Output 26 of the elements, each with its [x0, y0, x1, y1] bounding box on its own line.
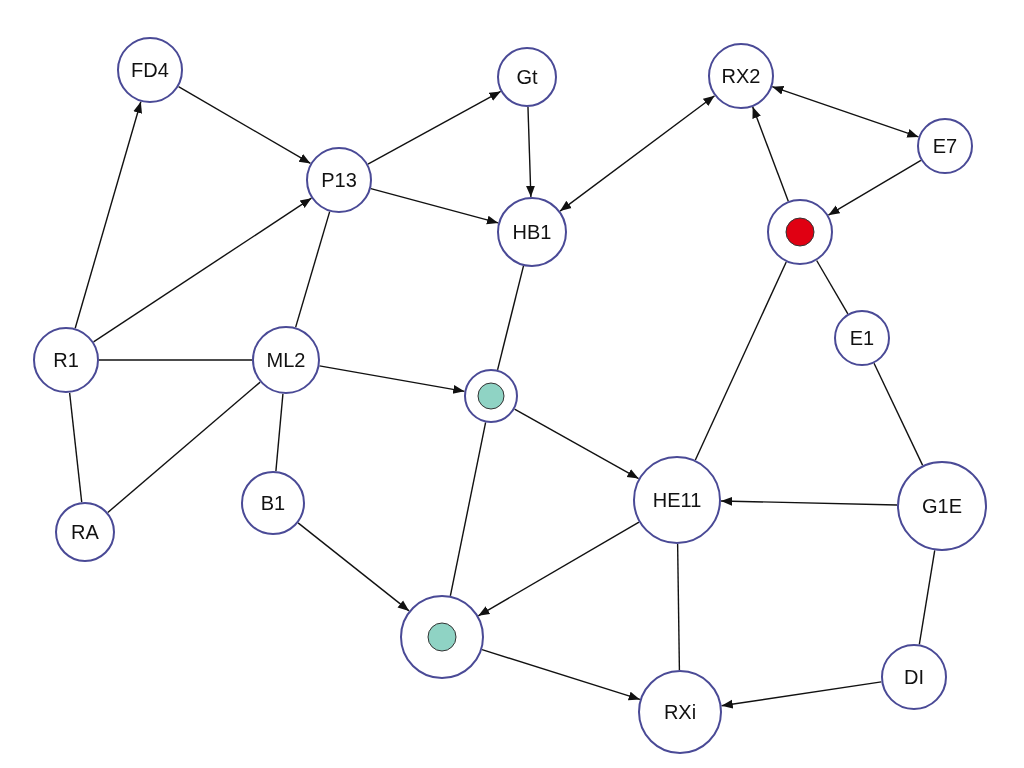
node-label: FD4 — [131, 60, 169, 80]
node-label: DI — [904, 667, 924, 687]
node-label: R1 — [53, 350, 79, 370]
arrow — [92, 197, 313, 343]
node-label: B1 — [260, 493, 286, 513]
arrow — [177, 85, 312, 165]
node-label: E1 — [849, 328, 875, 348]
arrow — [367, 90, 502, 165]
arrow — [827, 159, 922, 216]
arrow — [559, 95, 716, 212]
arrow — [526, 106, 535, 198]
node-label: RX2 — [721, 66, 761, 86]
arrow — [720, 496, 898, 506]
node-label: E7 — [932, 136, 958, 156]
arrow — [477, 521, 640, 617]
arrow — [513, 408, 640, 480]
node-label: RA — [71, 522, 99, 542]
node-label: G1E — [922, 496, 962, 516]
node-label: HB1 — [512, 222, 552, 242]
node-label: ML2 — [266, 350, 306, 370]
arrow — [74, 101, 142, 329]
node-label: P13 — [321, 170, 357, 190]
node-label: Gt — [516, 67, 538, 87]
node-label: RXi — [663, 702, 697, 722]
arrow — [297, 522, 410, 612]
node-label: HE11 — [652, 490, 702, 510]
